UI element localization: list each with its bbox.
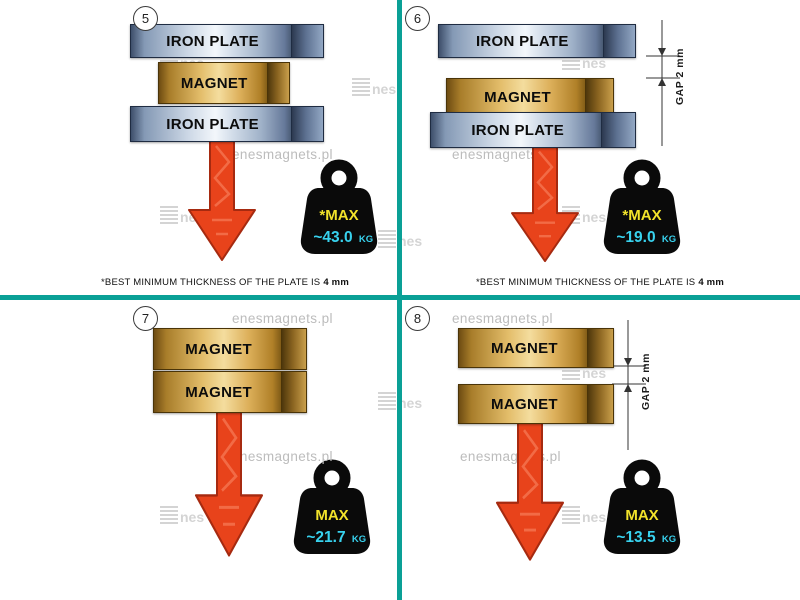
gap-dimension-icon (646, 20, 680, 146)
pull-force-arrow-icon (188, 138, 256, 261)
footnote-bold: 4 mm (323, 277, 349, 288)
weight-icon: MAX ~21.7 KG (293, 459, 371, 554)
divider-vertical (397, 0, 402, 600)
enes-logo-watermark: nes (562, 506, 606, 524)
enes-logo-text: nes (582, 209, 607, 225)
weight-value: ~21.7 (306, 529, 345, 546)
panel-8: 8 MAGNET MAGNET GAP 2 mm MAX ~13.5 KG (400, 297, 800, 594)
iron-plate-bottom: IRON PLATE (430, 112, 636, 148)
enes-logo-e-icon (378, 392, 396, 410)
enes-logo-e-icon (160, 206, 178, 224)
enes-logo-text: nes (398, 395, 423, 411)
plate-label: MAGNET (185, 340, 252, 358)
enes-logo-text: nes (398, 233, 423, 249)
magnet-bar: MAGNET (158, 62, 290, 104)
weight-max-label: MAX (625, 507, 658, 524)
plate-label: IRON PLATE (475, 32, 569, 50)
weight-icon: *MAX ~43.0 KG (300, 159, 378, 254)
watermark-site: enesmagnets.pl (452, 311, 553, 326)
plate-label: IRON PLATE (166, 115, 259, 133)
enes-logo-text: nes (582, 55, 607, 71)
watermark-site: enesmagnets.pl (232, 449, 333, 464)
gap-dimension-icon (612, 320, 646, 450)
enes-logo-e-icon (562, 506, 580, 524)
pull-force-arrow-icon (511, 144, 579, 263)
magnet-upper: MAGNET (458, 328, 614, 368)
magnet-lower: MAGNET (458, 384, 614, 424)
enes-logo-watermark: nes (352, 78, 396, 96)
enes-logo-watermark: nes (378, 230, 422, 248)
panel-7: 7 MAGNET MAGNET MAX ~21.7 KG (0, 297, 400, 594)
plate-label: MAGNET (491, 339, 558, 357)
magnet-lower: MAGNET (153, 371, 307, 413)
weight-max-label: *MAX (622, 207, 661, 224)
gap-label: GAP 2 mm (674, 48, 686, 106)
pull-force-arrow-icon (195, 409, 263, 557)
gap-label: GAP 2 mm (640, 353, 652, 411)
panel-number-badge: 7 (133, 306, 158, 331)
weight-icon: *MAX ~19.0 KG (603, 159, 681, 254)
panel-number-badge: 5 (133, 6, 158, 31)
weight-value: ~13.5 (616, 529, 656, 546)
enes-logo-watermark: nes (160, 506, 204, 524)
magnet-upper: MAGNET (153, 328, 307, 370)
enes-logo-text: nes (372, 81, 397, 97)
weight-max-label: MAX (315, 507, 348, 524)
weight-icon: MAX ~13.5 KG (603, 459, 681, 554)
weight-value: ~19.0 (616, 229, 655, 246)
weight-value: ~43.0 (313, 229, 352, 246)
plate-label: MAGNET (185, 383, 252, 401)
weight-max-label: *MAX (319, 207, 358, 224)
iron-plate-top: IRON PLATE (438, 24, 636, 58)
magnet-bar: MAGNET (446, 78, 614, 116)
plate-label: IRON PLATE (471, 121, 565, 139)
iron-plate-bottom: IRON PLATE (130, 106, 324, 142)
plate-label: MAGNET (180, 74, 248, 92)
footnote-text: *BEST MINIMUM THICKNESS OF THE PLATE IS (101, 277, 321, 288)
panel-number-badge: 8 (405, 306, 430, 331)
enes-logo-watermark: nes (378, 392, 422, 410)
weight-unit: KG (359, 234, 373, 245)
watermark-site: enesmagnets.pl (232, 147, 333, 162)
weight-unit: KG (662, 534, 676, 545)
iron-plate-top: IRON PLATE (130, 24, 324, 58)
enes-logo-text: nes (582, 365, 607, 381)
weight-unit: KG (352, 534, 366, 545)
watermark-site: enesmagnets.pl (232, 311, 333, 326)
plate-label: IRON PLATE (166, 32, 259, 50)
enes-logo-e-icon (160, 506, 178, 524)
plate-label: MAGNET (484, 88, 551, 106)
panel-number-badge: 6 (405, 6, 430, 31)
divider-horizontal (0, 295, 800, 300)
enes-logo-text: nes (180, 509, 205, 525)
panel-5: 5 IRON PLATE MAGNET IRON PLATE *MAX ~43.… (0, 0, 400, 297)
panel-6: 6 IRON PLATE MAGNET IRON PLATE GAP 2 mm (400, 0, 800, 297)
plate-label: MAGNET (491, 395, 558, 413)
footnote-text: *BEST MINIMUM THICKNESS OF THE PLATE IS (476, 277, 696, 288)
watermark-site: enesmagnets.pl (452, 147, 553, 162)
enes-logo-e-icon (378, 230, 396, 248)
weight-unit: KG (662, 234, 676, 245)
enes-logo-e-icon (352, 78, 370, 96)
pull-force-arrow-icon (496, 421, 564, 561)
enes-logo-text: nes (582, 509, 607, 525)
footnote-bold: 4 mm (698, 277, 724, 288)
